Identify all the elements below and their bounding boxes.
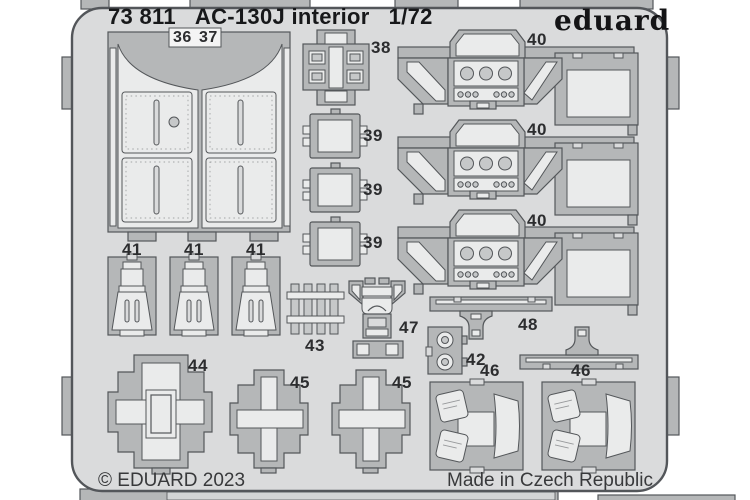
header: 73 811 AC-130J interior 1/72	[108, 4, 433, 30]
part-label-40: 40	[527, 211, 547, 230]
catalog-number: 73 811	[108, 4, 176, 29]
part-44-box	[107, 354, 213, 475]
part-40-instrument-panel-assemblies	[397, 29, 639, 316]
part-label-45: 45	[392, 373, 412, 392]
part-label-38: 38	[371, 38, 391, 57]
part-47-seat-assembly	[348, 277, 406, 359]
part-label-39: 39	[363, 180, 383, 199]
part-48-yoke-upper	[429, 296, 553, 340]
part-label-46: 46	[571, 361, 591, 380]
part-label-41: 41	[122, 240, 142, 259]
part-label-39: 39	[363, 233, 383, 252]
scale: 1/72	[388, 4, 433, 29]
part-label-41: 41	[246, 240, 266, 259]
part-label-45: 45	[290, 373, 310, 392]
part-42-washer-bracket	[425, 326, 468, 375]
part-label-41: 41	[184, 240, 204, 259]
part-label-40: 40	[527, 120, 547, 139]
part-41-seats	[107, 253, 281, 337]
part-label-43: 43	[305, 336, 325, 355]
part-39-box-frames	[302, 108, 368, 267]
part-43-ladder	[286, 283, 345, 335]
part-label-39: 39	[363, 126, 383, 145]
copyright-text: © EDUARD 2023	[98, 470, 246, 491]
page-title: AC-130J interior	[194, 4, 370, 29]
part-label-40: 40	[527, 30, 547, 49]
part-36-37-cargo-doors	[107, 27, 291, 242]
eduard-logo: eduard	[554, 4, 671, 37]
part-label-44: 44	[188, 356, 208, 375]
part-label-46: 46	[480, 361, 500, 380]
part-48-yoke-lower	[519, 326, 639, 370]
part-label-47: 47	[399, 318, 419, 337]
made-in-text: Made in Czech Republic	[447, 470, 653, 491]
part-label-42: 42	[466, 350, 486, 369]
part-label-48: 48	[518, 315, 538, 334]
part-38-bracket	[302, 29, 370, 106]
part-label-36: 36	[173, 29, 192, 46]
part-label-37: 37	[199, 29, 218, 46]
